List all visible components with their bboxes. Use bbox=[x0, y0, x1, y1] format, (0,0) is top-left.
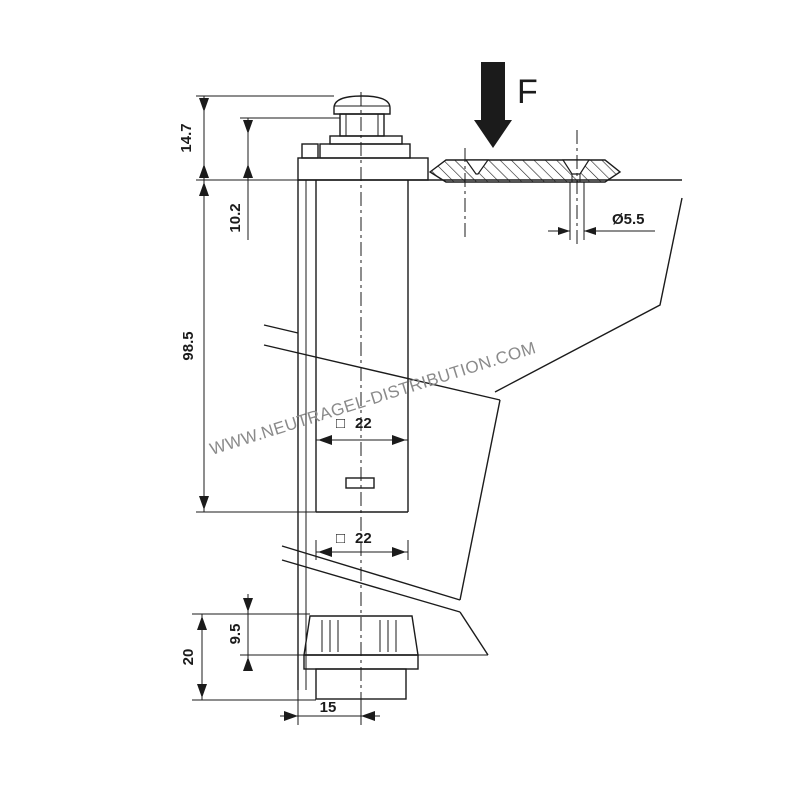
post-flange bbox=[297, 157, 429, 181]
dim-body-length-label: 98.5 bbox=[180, 331, 197, 360]
dim-foot-inset bbox=[240, 594, 304, 671]
cabinet-outline bbox=[263, 197, 683, 656]
watermark: WWW.NEUTRAGEL-DISTRIBUTION.COM bbox=[207, 338, 538, 459]
force-label: F bbox=[517, 73, 538, 111]
square-symbol-upper: □ bbox=[336, 415, 345, 432]
dim-body-length bbox=[196, 179, 316, 513]
post-body bbox=[297, 180, 409, 690]
force-arrow bbox=[474, 62, 512, 148]
square-symbol-lower: □ bbox=[336, 530, 345, 547]
dim-square-upper bbox=[316, 435, 408, 445]
dim-foot-inset-label: 9.5 bbox=[227, 624, 244, 645]
dim-square-lower bbox=[315, 540, 409, 560]
dim-foot-height bbox=[192, 613, 316, 701]
dim-overall-top bbox=[196, 95, 334, 180]
dim-foot-width bbox=[280, 690, 380, 725]
dim-square-lower-label: 22 bbox=[355, 530, 372, 547]
dim-overall-top-label: 14.7 bbox=[178, 123, 195, 152]
dim-foot-height-label: 20 bbox=[180, 649, 197, 666]
hole-diameter-label: Ø5.5 bbox=[612, 211, 645, 228]
dim-head-label: 10.2 bbox=[227, 203, 244, 232]
dim-square-upper-label: 22 bbox=[355, 415, 372, 432]
dim-foot-width-label: 15 bbox=[320, 699, 337, 716]
dim-head bbox=[240, 117, 340, 240]
screw-head bbox=[301, 95, 411, 159]
hole-diameter-dimension bbox=[548, 227, 655, 235]
mounting-plate bbox=[428, 159, 622, 183]
